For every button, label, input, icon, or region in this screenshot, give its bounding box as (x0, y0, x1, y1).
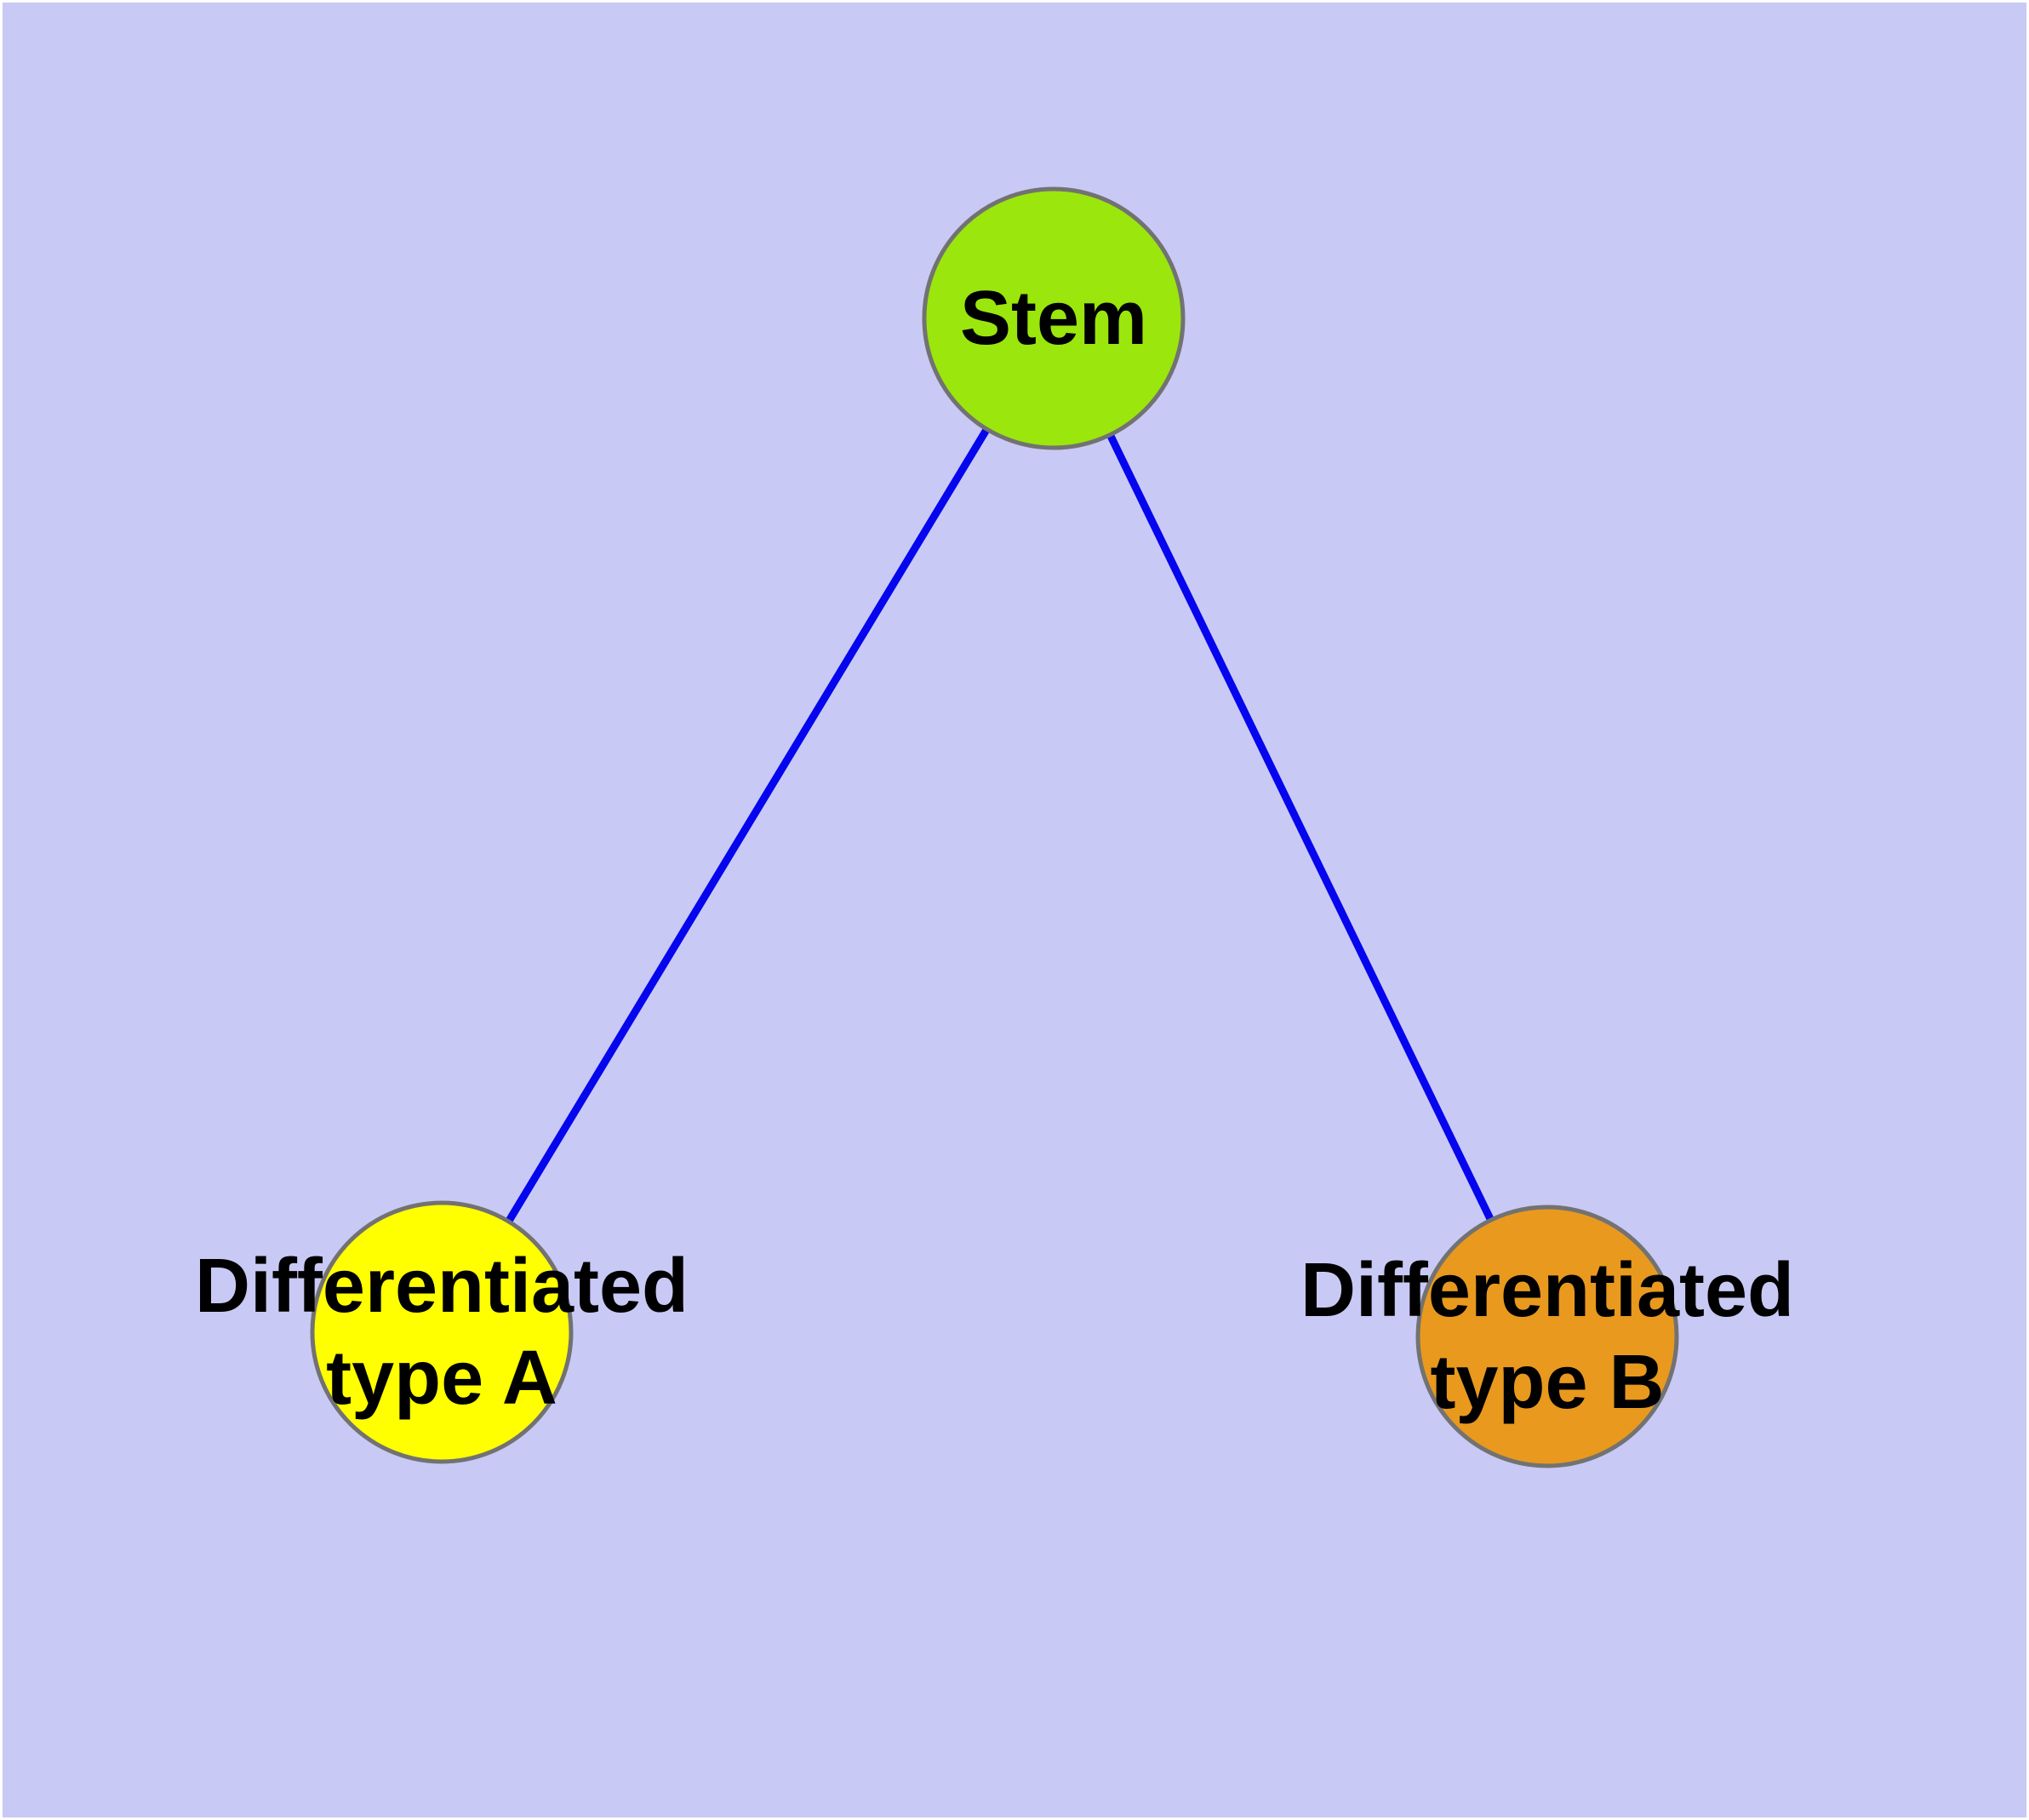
node-type-a-label-line2: type A (326, 1336, 557, 1421)
node-type-b-circle (1415, 1205, 1679, 1468)
node-differentiated-type-a: Differentiated type A (195, 1200, 689, 1464)
edge-stem-to-type-a (438, 316, 1057, 1335)
node-stem-label: Stem (960, 276, 1147, 361)
node-type-a-circle (310, 1200, 574, 1464)
node-type-b-label-line2: type B (1430, 1340, 1664, 1425)
edge-stem-to-type-b (1049, 317, 1552, 1338)
node-stem: Stem (922, 186, 1186, 450)
node-type-a-label-line1: Differentiated (195, 1244, 689, 1329)
node-type-b-label-line1: Differentiated (1300, 1248, 1794, 1333)
node-differentiated-type-b: Differentiated type B (1300, 1205, 1794, 1468)
node-stem-circle (922, 186, 1186, 450)
